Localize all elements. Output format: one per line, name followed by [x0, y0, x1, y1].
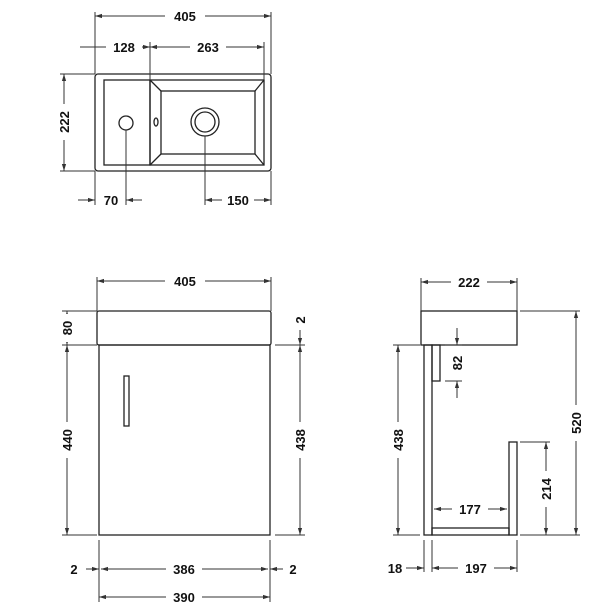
cabinet-door: [98, 344, 271, 536]
tap-hole: [118, 115, 134, 131]
dim-shelf: 177: [459, 502, 481, 517]
back-panel: [423, 344, 433, 536]
basin-side: [420, 310, 518, 346]
dim-hole: 70: [104, 193, 118, 208]
dim-width: 405: [174, 9, 196, 24]
dim-top-height: 80: [60, 321, 75, 335]
dim-depth: 222: [458, 275, 480, 290]
front-panel: [508, 441, 518, 536]
dim-height: 438: [391, 429, 406, 451]
dim-left: 128: [113, 40, 135, 55]
dim-inner-depth: 197: [465, 561, 487, 576]
dim-side-right: 2: [289, 562, 296, 577]
door-handle: [123, 375, 130, 427]
dim-width-top: 405: [174, 274, 196, 289]
dim-panel: 18: [388, 561, 402, 576]
front-view: 405 80 440 2 438 2 386 2 390: [59, 273, 308, 605]
dim-drain: 150: [227, 193, 249, 208]
dim-door-width: 386: [173, 562, 195, 577]
dim-side-left: 2: [70, 562, 77, 577]
shelf: [431, 527, 510, 536]
dim-depth: 222: [57, 111, 72, 133]
dim-total-height: 520: [569, 412, 584, 434]
overflow: [153, 117, 159, 127]
dim-rail: 82: [450, 356, 465, 370]
dim-front-height: 214: [539, 477, 554, 499]
rail: [431, 344, 441, 382]
left-compartment: [103, 79, 151, 166]
basin-outline: [94, 73, 272, 172]
basin-bowl-inner: [160, 90, 256, 155]
basin-bowl-outer: [149, 79, 265, 166]
dim-right: 263: [197, 40, 219, 55]
dim-gap: 2: [293, 316, 308, 323]
basin-front: [96, 310, 272, 346]
side-view: 222 520 438 82 214 177 18 197: [388, 274, 584, 576]
top-view: 405 128 263 222 70 150: [56, 8, 272, 208]
dim-cabinet-height: 440: [60, 429, 75, 451]
dim-cabinet-width: 390: [173, 590, 195, 605]
drain-inner: [194, 111, 216, 133]
dim-door-height: 438: [293, 429, 308, 451]
